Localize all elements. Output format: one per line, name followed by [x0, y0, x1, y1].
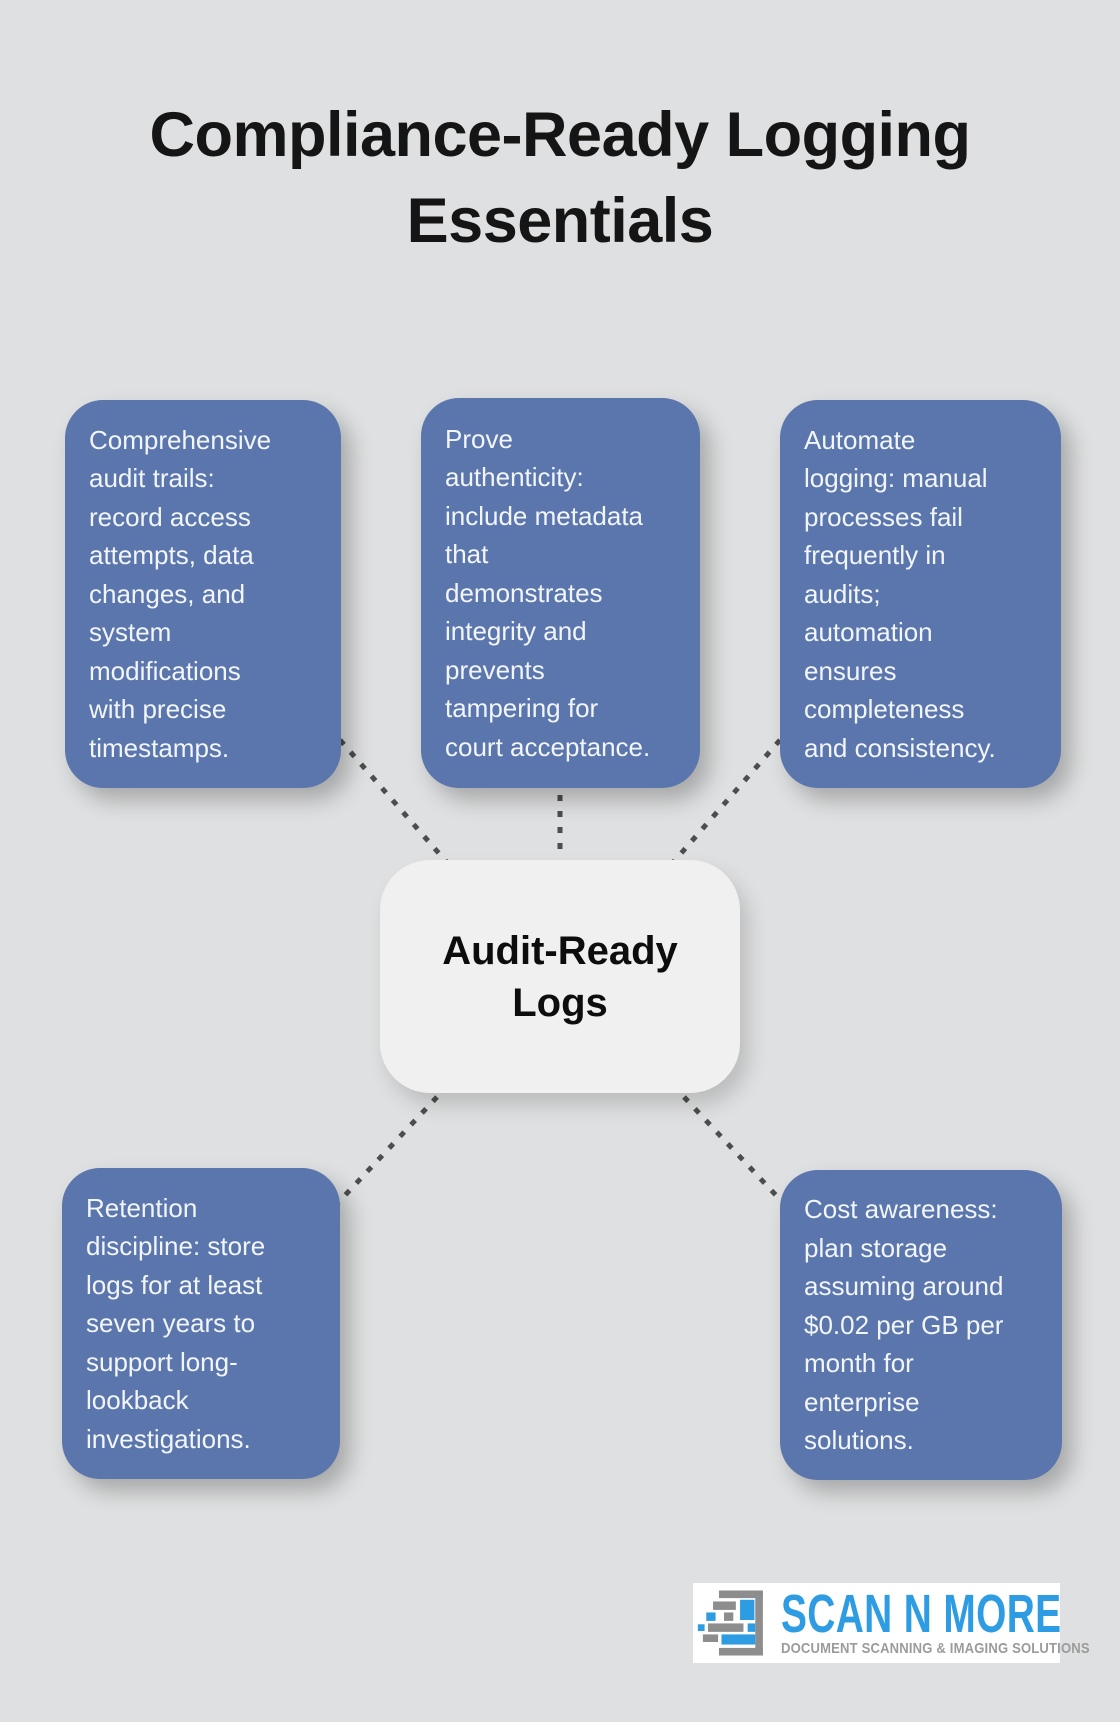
node-audit-trails: Comprehensive audit trails: record acces…: [65, 400, 341, 788]
logo-tagline: DOCUMENT SCANNING & IMAGING SOLUTIONS: [781, 1640, 1090, 1657]
logo-text: SCAN N MORE DOCUMENT SCANNING & IMAGING …: [781, 1584, 1120, 1657]
page-title: Compliance-Ready Logging Essentials: [149, 100, 971, 256]
node-automate-logging: Automate logging: manual processes fail …: [780, 400, 1061, 788]
node-prove-authenticity: Prove authenticity: include metadata tha…: [421, 398, 700, 788]
center-node: Audit-Ready Logs: [380, 860, 740, 1093]
connector-top-left: [338, 738, 452, 868]
connector-top-right: [668, 738, 782, 868]
logo-title: SCAN N MORE: [781, 1584, 1062, 1644]
scanner-document-icon: [697, 1590, 763, 1656]
connector-bottom-left: [333, 1095, 439, 1208]
logo: SCAN N MORE DOCUMENT SCANNING & IMAGING …: [693, 1583, 1090, 1663]
node-retention-discipline: Retention discipline: store logs for at …: [62, 1168, 340, 1479]
connector-bottom-right: [682, 1095, 788, 1208]
node-cost-awareness: Cost awareness: plan storage assuming ar…: [780, 1170, 1062, 1480]
